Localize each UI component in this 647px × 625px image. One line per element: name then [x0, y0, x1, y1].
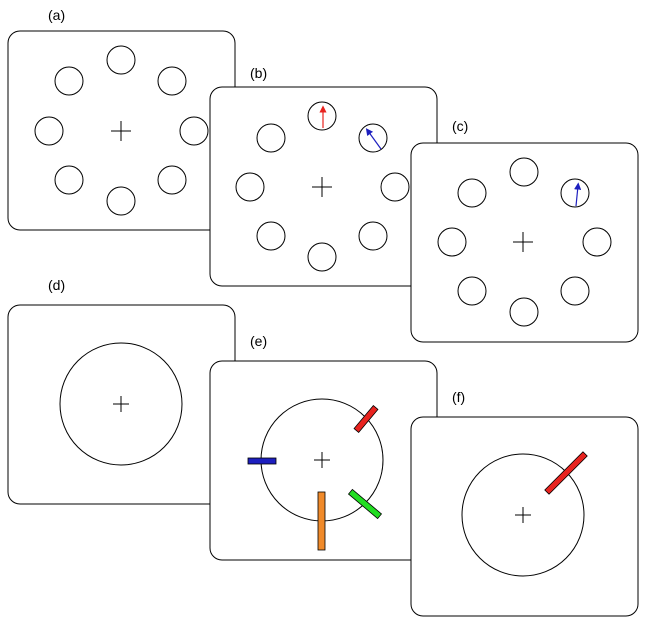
stimulus-circle: [457, 276, 487, 306]
panel-e: (e): [209, 333, 438, 561]
panel-f-label: (f): [452, 389, 465, 405]
stimulus-circle: [54, 165, 84, 195]
panel-d-label: (d): [48, 277, 65, 293]
red-bar: [353, 405, 379, 433]
panel-a: (a): [7, 7, 236, 231]
stimulus-circle: [358, 221, 388, 251]
stimulus-circle: [380, 172, 410, 202]
stimulus-circle: [157, 66, 187, 96]
panel-e-label: (e): [250, 333, 267, 349]
stimulus-circle: [457, 178, 487, 208]
stimulus-circle: [509, 157, 539, 187]
stimulus-circle: [560, 178, 590, 208]
blue-arrow: [574, 182, 582, 207]
blue-bar: [247, 457, 277, 465]
stimulus-circle: [235, 172, 265, 202]
green-bar: [347, 488, 383, 520]
stimulus-circle: [307, 101, 337, 131]
panel-a-label: (a): [48, 7, 65, 23]
stimulus-circle: [179, 116, 209, 146]
panel-f: (f): [410, 389, 639, 617]
stimulus-circle: [106, 45, 136, 75]
panel-c-label: (c): [452, 118, 468, 134]
stimulus-circle: [560, 276, 590, 306]
stimulus-circle: [256, 123, 286, 153]
stimulus-circle: [256, 221, 286, 251]
panel-b-label: (b): [250, 65, 267, 81]
orange-bar: [317, 491, 326, 551]
stimulus-circle: [307, 242, 337, 272]
stimulus-circle: [582, 227, 612, 257]
stimulus-circle: [54, 66, 84, 96]
red-bar: [544, 451, 588, 495]
stimulus-circle: [437, 227, 467, 257]
blue-arrow: [365, 128, 382, 150]
stimulus-circle: [157, 165, 187, 195]
panel-b: (b): [209, 65, 438, 287]
stimulus-circle: [106, 186, 136, 216]
stimulus-circle: [509, 297, 539, 327]
stimulus-circle: [34, 116, 64, 146]
panel-d: (d): [7, 277, 236, 505]
panel-c: (c): [410, 118, 639, 343]
